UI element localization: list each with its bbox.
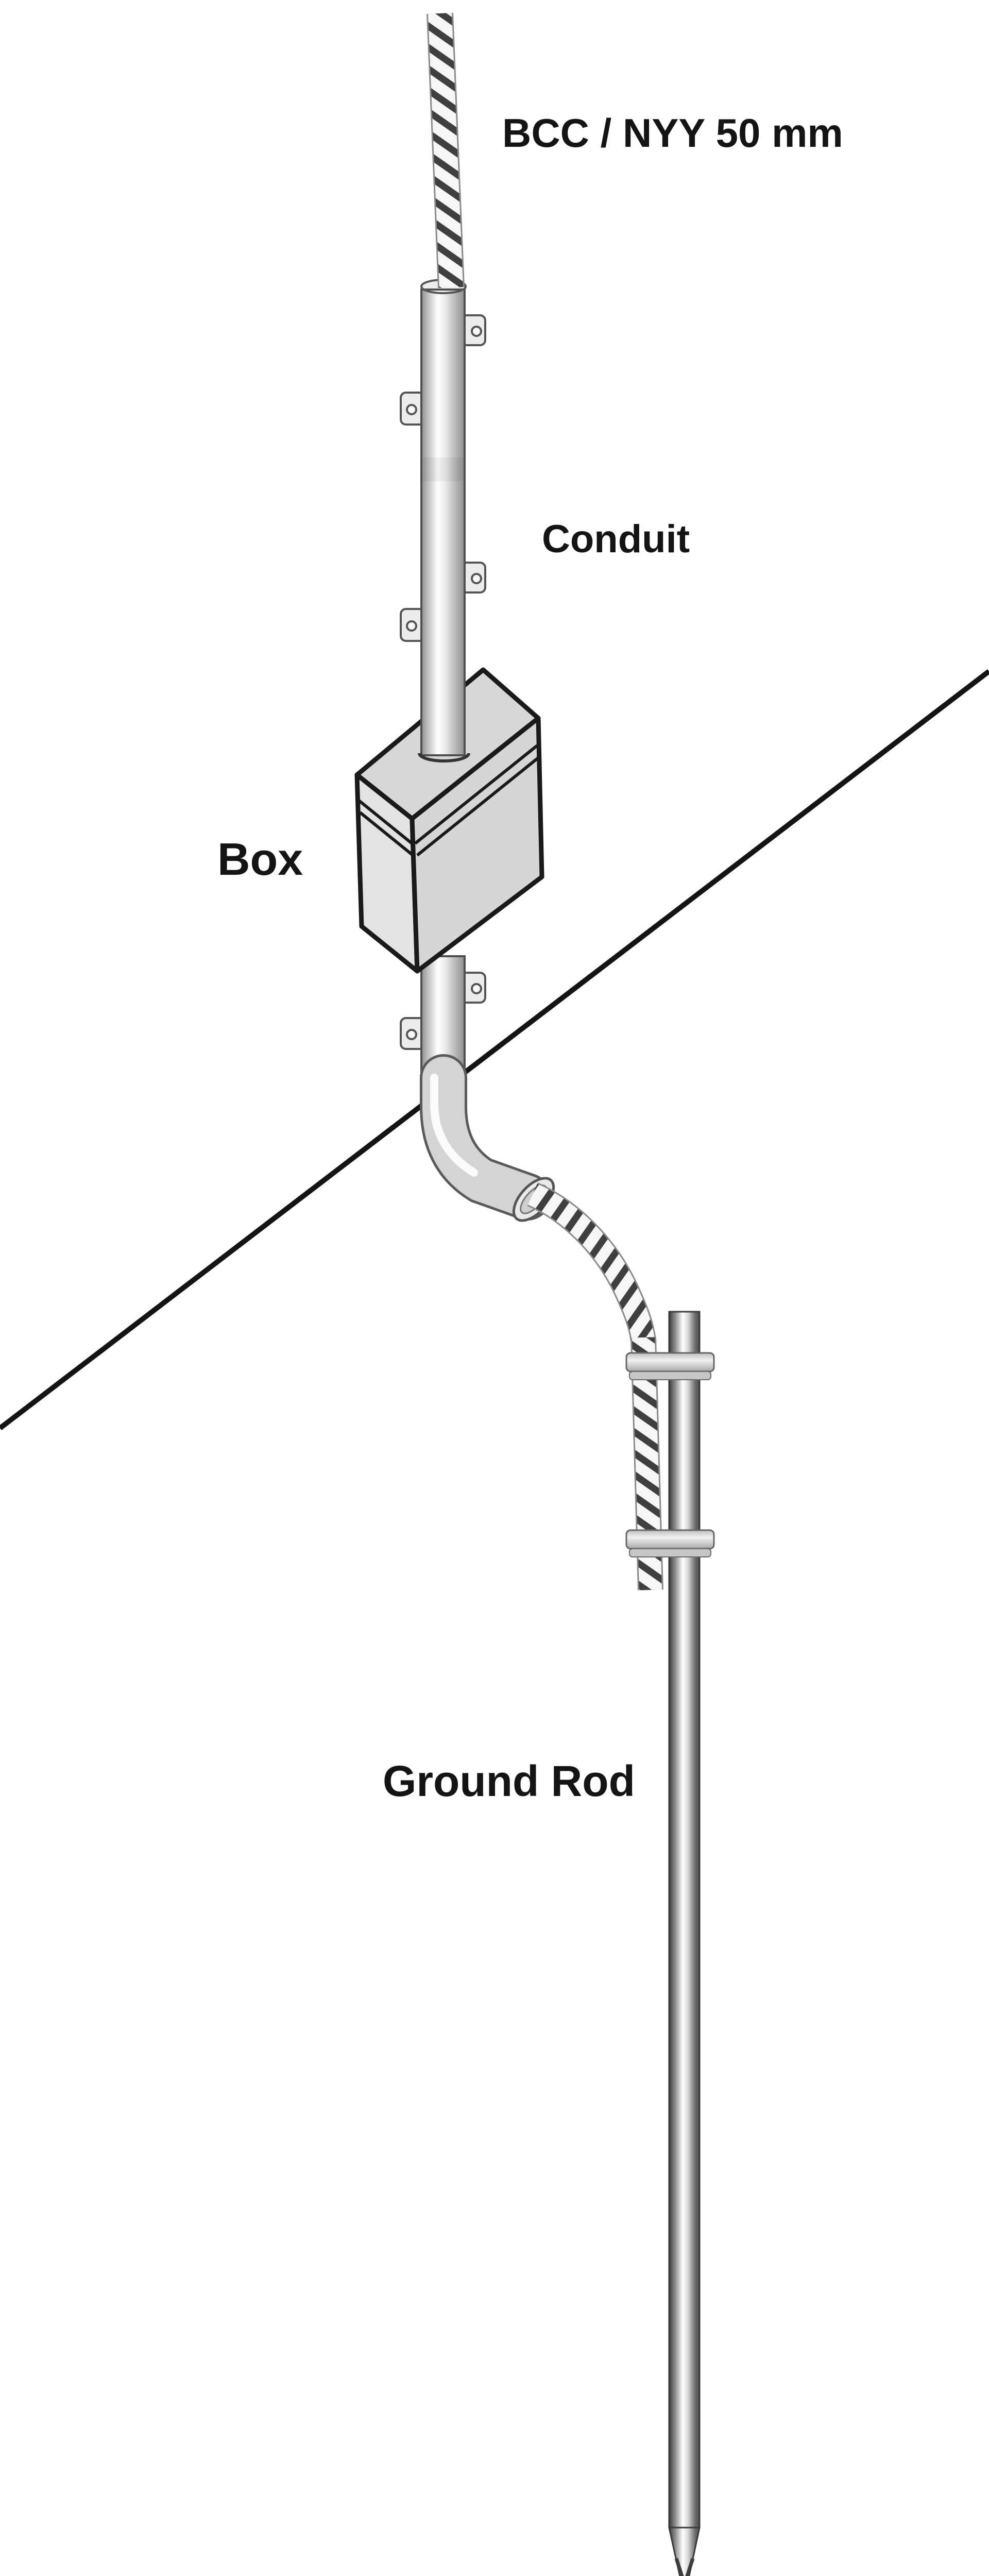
cable-braid bbox=[527, 1183, 655, 1343]
ground-level-line bbox=[0, 669, 989, 1430]
ground-rod bbox=[668, 1311, 701, 2576]
box-lid-seam bbox=[358, 744, 542, 858]
bonding-cable-upper bbox=[427, 12, 465, 289]
ground-rod-shaft bbox=[668, 1311, 701, 2529]
strap-screw-icon bbox=[406, 404, 417, 415]
conduit-strap bbox=[400, 392, 425, 426]
strap-screw-icon bbox=[471, 326, 482, 337]
conduit-strap bbox=[461, 562, 486, 594]
ground-rod-label: Ground Rod bbox=[383, 1757, 635, 1805]
rod-clamp-lower bbox=[625, 1529, 715, 1557]
conduit-pipe bbox=[420, 289, 466, 756]
ground-rod-tip-notch bbox=[674, 2557, 695, 2576]
strap-screw-icon bbox=[471, 573, 482, 584]
cable-label: BCC / NYY 50 mm bbox=[502, 110, 843, 156]
strap-screw-icon bbox=[406, 620, 417, 632]
strap-screw-icon bbox=[406, 1029, 417, 1040]
conduit-strap bbox=[461, 972, 486, 1004]
box-entry-hole bbox=[418, 753, 470, 762]
strap-screw-icon bbox=[471, 983, 482, 994]
conduit-elbow bbox=[420, 1054, 555, 1222]
junction-box bbox=[354, 716, 544, 974]
cable-braid bbox=[428, 13, 463, 288]
conduit-coupling bbox=[422, 457, 464, 481]
conduit-top-rim bbox=[420, 286, 467, 294]
conduit-label: Conduit bbox=[542, 517, 690, 561]
rod-clamp-upper bbox=[625, 1352, 715, 1380]
conduit-lower-section bbox=[400, 955, 555, 1222]
conduit-upper-section bbox=[400, 286, 486, 756]
box-label: Box bbox=[217, 834, 303, 885]
